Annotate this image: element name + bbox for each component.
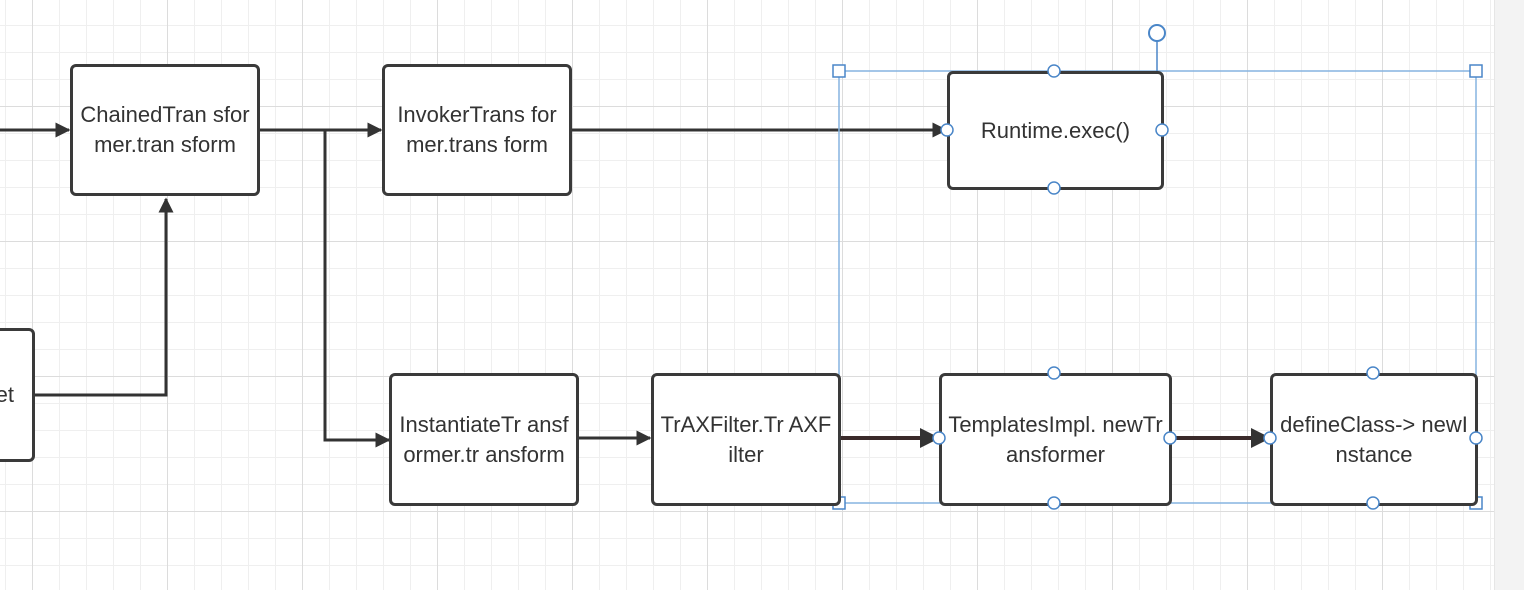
resize-handle-top-left[interactable]	[832, 64, 846, 78]
node-invoker-transformer-label: InvokerTrans former.trans form	[397, 102, 557, 157]
rotation-handle[interactable]	[1148, 24, 1166, 42]
edge-chained-to-instantiate[interactable]	[323, 130, 391, 448]
node-partial-offscreen-label: et	[0, 382, 14, 407]
node-runtime-exec[interactable]: Runtime.exec()	[947, 71, 1164, 190]
node-templates-impl-label: TemplatesImpl. newTransformer	[948, 411, 1163, 467]
vertical-scrollbar[interactable]	[1494, 0, 1524, 590]
resize-handle-top-right[interactable]	[1469, 64, 1483, 78]
node-runtime-exec-label: Runtime.exec()	[980, 117, 1131, 143]
node-partial-offscreen[interactable]: et	[0, 328, 35, 462]
node-traxfilter-label: TrAXFilter.Tr AXFilter	[660, 411, 832, 467]
node-traxfilter[interactable]: TrAXFilter.Tr AXFilter	[651, 373, 841, 506]
node-define-class[interactable]: defineClass-> newInstance	[1270, 373, 1478, 506]
node-instantiate-transformer-label: InstantiateTr ansformer.tr ansform	[399, 411, 569, 467]
node-chained-transformer-label: ChainedTran sformer.tran sform	[80, 102, 250, 157]
node-instantiate-transformer[interactable]: InstantiateTr ansformer.tr ansform	[389, 373, 579, 506]
node-define-class-label: defineClass-> newInstance	[1280, 411, 1468, 467]
node-chained-transformer[interactable]: ChainedTran sformer.tran sform	[70, 64, 260, 196]
node-invoker-transformer[interactable]: InvokerTrans former.trans form	[382, 64, 572, 196]
edge-partial-to-chained[interactable]	[34, 197, 174, 397]
node-templates-impl[interactable]: TemplatesImpl. newTransformer	[939, 373, 1172, 506]
